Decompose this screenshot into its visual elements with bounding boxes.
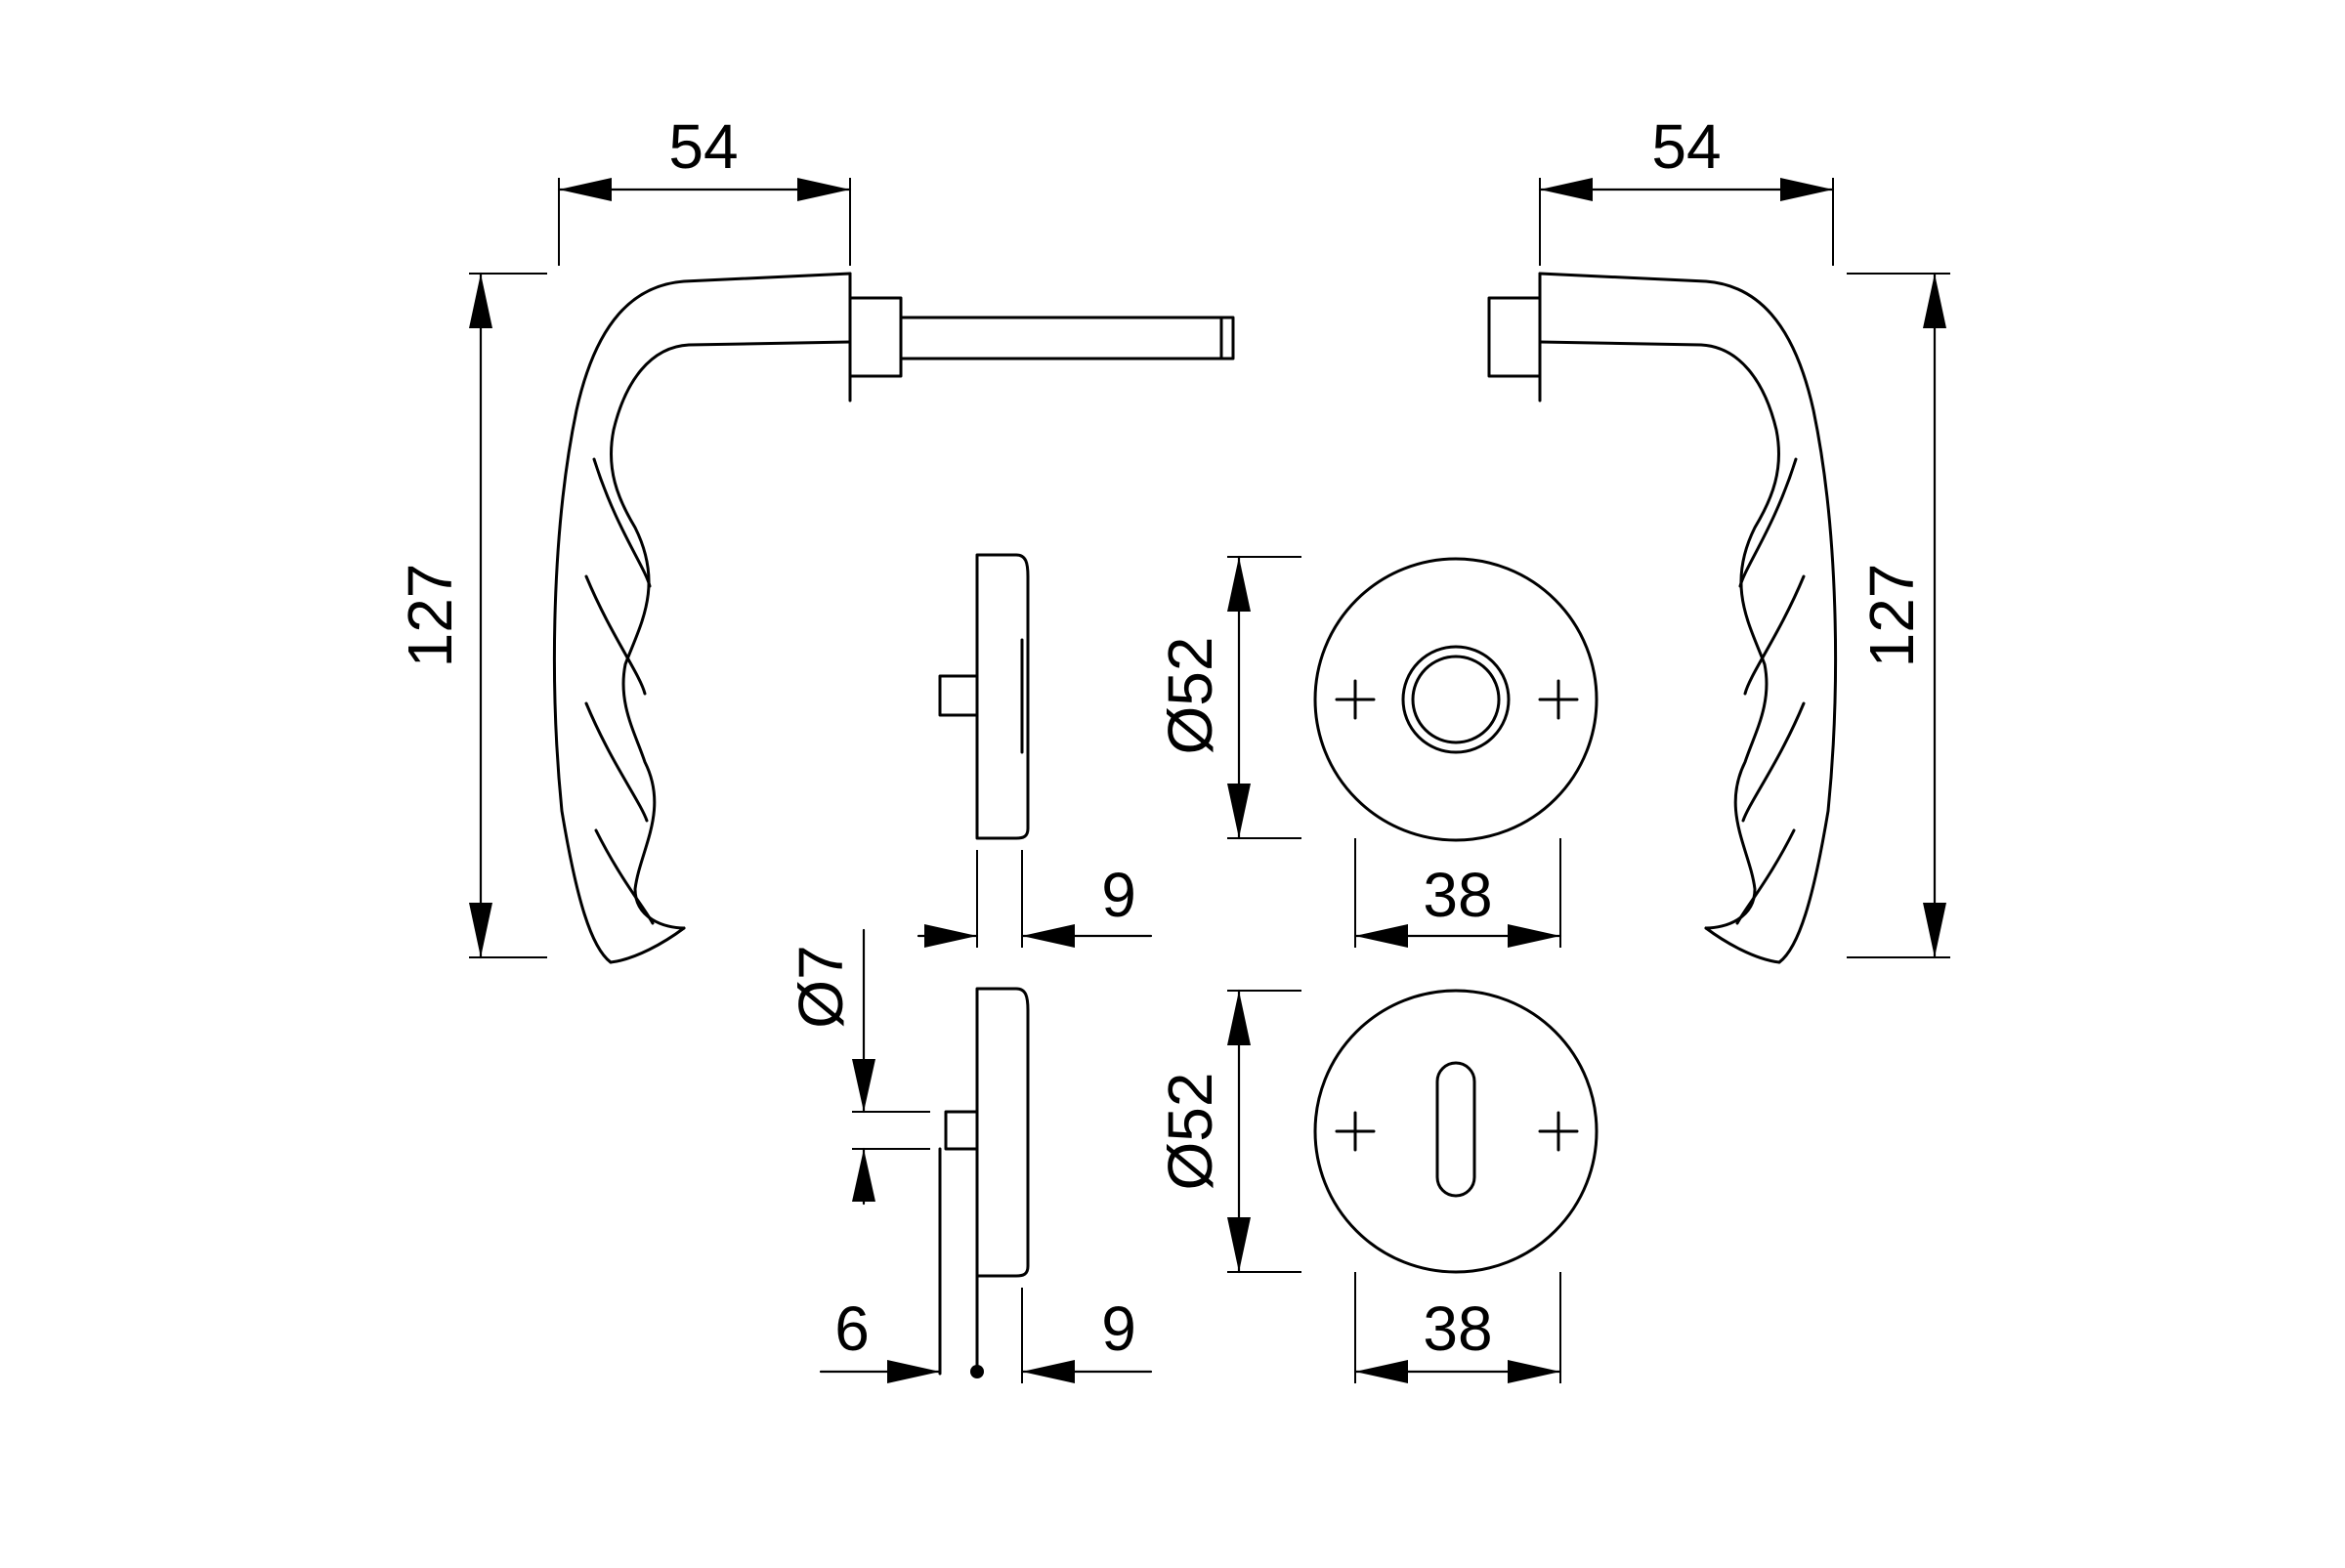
keyhole-slot <box>1435 1061 1476 1198</box>
top-rose-side-view <box>938 553 1030 840</box>
dimension-label: 9 <box>1101 1293 1136 1364</box>
dimension-top-rose-diameter: Ø52 <box>1155 555 1301 840</box>
dimension-label: 127 <box>1856 564 1927 668</box>
dimension-top-rose-spacing: 38 <box>1353 838 1562 948</box>
dimension-left-height: 127 <box>395 272 547 959</box>
dimension-label: 38 <box>1423 1293 1492 1364</box>
dimension-bottom-rose-diameter: Ø52 <box>1155 989 1301 1274</box>
screw-cross <box>1335 679 1376 720</box>
dimension-bottom-pin-diameter: Ø7 <box>786 928 930 1206</box>
left-lever-handle <box>552 272 1235 964</box>
dimension-label: Ø52 <box>1155 637 1225 755</box>
dimension-bottom-rose-spacing: 38 <box>1353 1272 1562 1383</box>
screw-cross <box>1335 1111 1376 1152</box>
screw-cross <box>1538 1111 1579 1152</box>
screw-cross <box>1538 679 1579 720</box>
dimension-label: 54 <box>668 111 738 182</box>
dimension-label: 127 <box>395 564 465 668</box>
dimension-label: Ø52 <box>1155 1073 1225 1191</box>
top-rose-front-view <box>1313 557 1599 842</box>
bottom-rose-side-view <box>938 987 1030 1378</box>
dimension-right-height: 127 <box>1847 272 1950 959</box>
dimension-label: 9 <box>1101 860 1136 930</box>
dimension-label: 6 <box>834 1293 870 1364</box>
dimension-label: 54 <box>1651 111 1721 182</box>
dimension-bottom-pin-length: 6 <box>819 1293 942 1383</box>
dimension-label: Ø7 <box>786 945 856 1028</box>
right-lever-handle <box>1487 272 1838 964</box>
dimension-label: 38 <box>1423 860 1492 930</box>
bottom-rose-front-view <box>1313 989 1599 1274</box>
dimension-bottom-rose-thickness: 9 <box>1020 1288 1153 1383</box>
dimension-right-width: 54 <box>1538 111 1835 266</box>
dimension-top-rose-thickness: 9 <box>917 850 1153 948</box>
dimension-left-width: 54 <box>557 111 852 266</box>
